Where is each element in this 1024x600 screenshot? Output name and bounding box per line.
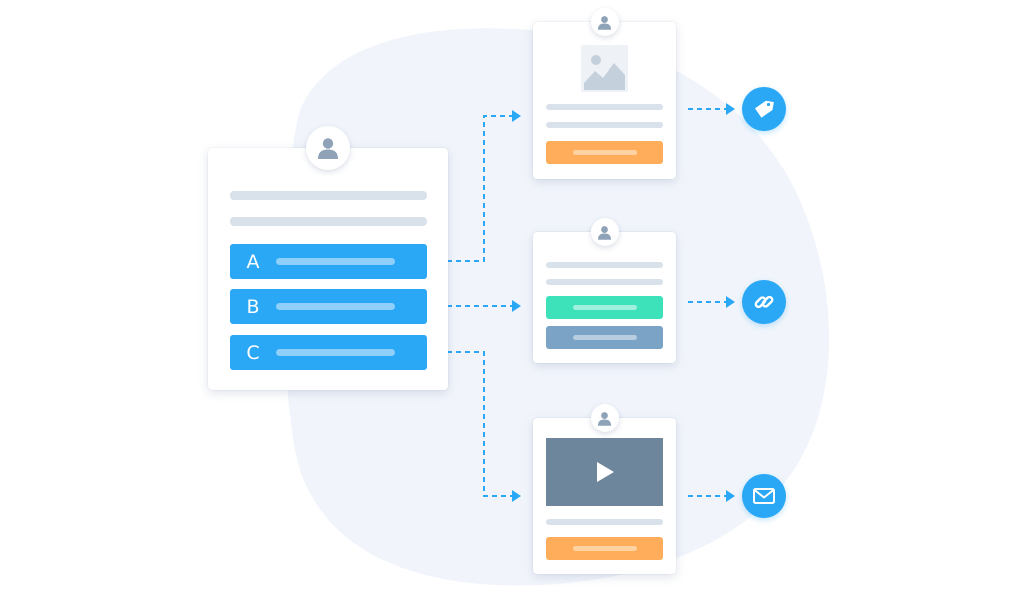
link-action[interactable] [742,280,786,324]
outcome-card-image [533,8,676,179]
email-action[interactable] [742,474,786,518]
option-letter: A [246,250,260,273]
avatar [590,404,619,432]
arrow-head-out-2 [726,296,735,308]
cta-button[interactable] [546,141,663,164]
text-line-placeholder [546,104,663,110]
cta-label-placeholder [572,150,637,155]
arrow-head-out-3 [726,490,735,502]
avatar [306,126,350,170]
arrow-head-b [512,300,521,312]
text-line-placeholder [230,217,427,226]
image-placeholder [581,45,628,92]
connector-c [438,351,512,497]
cta-label-placeholder [572,305,637,310]
outcome-card-video [533,404,676,574]
user-icon [318,138,338,159]
connector-a [438,115,512,262]
option-c-button[interactable]: C [230,335,427,370]
option-a-button[interactable]: A [230,244,427,279]
user-icon [597,411,612,426]
option-label-placeholder [276,303,395,310]
arrow-head-a [512,110,521,122]
video-placeholder[interactable] [546,438,663,506]
source-card: A B C [208,126,448,390]
text-line-placeholder [230,191,427,200]
option-letter: B [246,295,260,318]
user-icon [597,15,612,30]
avatar [590,8,619,36]
option-b-button[interactable]: B [230,289,427,324]
image-icon [584,55,625,90]
envelope-icon [753,488,775,504]
arrow-head-c [512,490,521,502]
cta-button-primary[interactable] [546,296,663,319]
link-icon [754,295,774,309]
avatar [590,218,619,246]
tag-action[interactable] [742,87,786,131]
cta-button-secondary[interactable] [546,326,663,349]
text-line-placeholder [546,519,663,525]
user-icon [597,225,612,240]
option-letter: C [246,341,260,364]
arrow-head-out-1 [726,103,735,115]
outcome-card-text [533,218,676,363]
play-icon [596,462,614,482]
option-label-placeholder [276,258,395,265]
cta-label-placeholder [572,546,637,551]
option-label-placeholder [276,349,395,356]
cta-button[interactable] [546,537,663,560]
cta-label-placeholder [572,335,637,340]
text-line-placeholder [546,279,663,285]
text-line-placeholder [546,262,663,268]
text-line-placeholder [546,122,663,128]
tag-icon [754,100,774,118]
